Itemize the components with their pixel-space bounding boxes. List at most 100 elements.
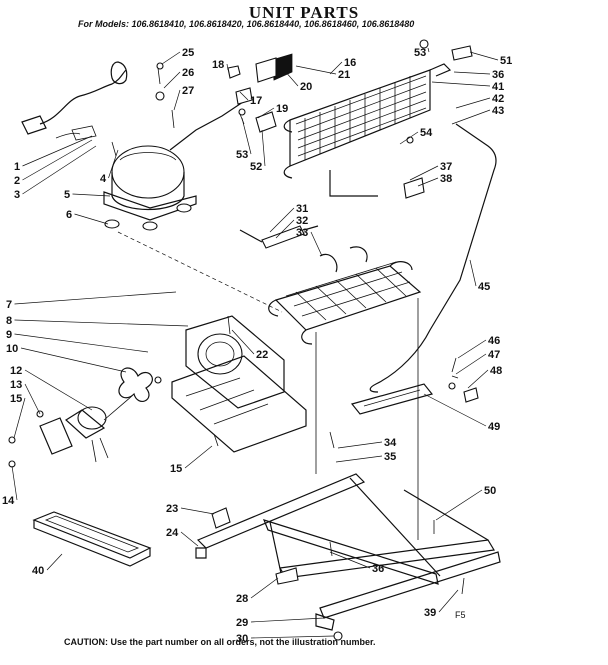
callout-32: 32 xyxy=(296,215,308,227)
leader-41 xyxy=(431,81,491,87)
leader-45 xyxy=(469,259,477,287)
callout-25: 25 xyxy=(182,47,194,59)
diagram-title: UNIT PARTS xyxy=(248,3,360,22)
callout-47: 47 xyxy=(488,349,500,361)
models-list: For Models: 106.8618410, 106.8618420, 10… xyxy=(78,19,415,29)
leader-25 xyxy=(161,51,181,65)
callout-41: 41 xyxy=(492,81,504,93)
callout-21: 21 xyxy=(338,69,350,81)
callout-42: 42 xyxy=(492,93,504,105)
leader-52 xyxy=(261,129,266,167)
leader-7 xyxy=(14,291,177,305)
callout-40: 40 xyxy=(32,565,44,577)
callout-31: 31 xyxy=(296,203,308,215)
callout-51: 51 xyxy=(500,55,512,67)
leader-15 xyxy=(13,397,26,439)
callout-5: 5 xyxy=(64,189,70,201)
leader-5 xyxy=(72,193,111,197)
caution-note: CAUTION: Use the part number on all orde… xyxy=(64,637,376,647)
callout-33: 33 xyxy=(296,227,308,239)
leader-49 xyxy=(423,393,487,427)
callout-48: 48 xyxy=(490,365,502,377)
compressor xyxy=(103,99,247,231)
leader-36 xyxy=(329,551,371,569)
leader-36 xyxy=(453,71,491,75)
callout-17: 17 xyxy=(250,95,262,107)
leader-51 xyxy=(469,51,499,61)
callout-6: 6 xyxy=(66,209,72,221)
leader-10 xyxy=(20,347,127,373)
callout-53: 53 xyxy=(236,149,248,161)
callout-15: 15 xyxy=(10,393,22,405)
callout-36: 36 xyxy=(492,69,504,81)
leader-4 xyxy=(108,149,119,179)
leader-12 xyxy=(24,369,93,411)
leader-28 xyxy=(250,577,279,599)
leader-22 xyxy=(231,329,255,355)
leader-30 xyxy=(250,635,335,639)
callout-50: 50 xyxy=(484,485,496,497)
callout-43: 43 xyxy=(492,105,504,117)
leader-6 xyxy=(74,213,109,225)
callout-38: 38 xyxy=(440,173,452,185)
leader-39 xyxy=(438,589,459,613)
leader-18 xyxy=(226,63,229,71)
leader-23 xyxy=(180,507,215,515)
leader-long xyxy=(315,298,419,540)
callout-39: 39 xyxy=(424,607,436,619)
callout-46: 46 xyxy=(488,335,500,347)
power-cord xyxy=(21,61,128,141)
fan-shroud xyxy=(171,315,307,453)
callout-9: 9 xyxy=(6,329,12,341)
leader-37 xyxy=(409,165,439,181)
leader-16 xyxy=(329,61,343,75)
leader-3 xyxy=(22,145,97,195)
callout-34: 34 xyxy=(384,437,397,449)
leader-2 xyxy=(22,139,93,181)
leader-21 xyxy=(295,65,337,75)
callout-28: 28 xyxy=(236,593,248,605)
base-frame xyxy=(195,473,501,631)
leader-34 xyxy=(337,441,383,449)
leader-40 xyxy=(46,553,63,571)
leader-53 xyxy=(241,117,252,155)
capillary-tube xyxy=(369,123,497,393)
leader-14 xyxy=(11,465,18,501)
leader-31 xyxy=(269,207,295,233)
centerline xyxy=(117,231,283,313)
small-parts xyxy=(8,39,479,641)
callout-37: 37 xyxy=(440,161,452,173)
condenser-coil xyxy=(283,63,452,197)
callout-52: 52 xyxy=(250,161,262,173)
leader-15 xyxy=(184,445,213,469)
callout-13: 13 xyxy=(10,379,22,391)
drain-pan xyxy=(32,511,152,567)
leader-24 xyxy=(180,531,199,547)
leader-47 xyxy=(455,353,487,375)
callout-15: 15 xyxy=(170,463,182,475)
leader-53 xyxy=(427,47,430,53)
callout-4: 4 xyxy=(100,173,107,185)
callout-2: 2 xyxy=(14,175,20,187)
callout-22: 22 xyxy=(256,349,268,361)
callout-8: 8 xyxy=(6,315,12,327)
callout-10: 10 xyxy=(6,343,18,355)
leader-48 xyxy=(467,369,489,389)
figure-code: F5 xyxy=(455,610,466,620)
leader-50 xyxy=(435,489,483,521)
leader-17 xyxy=(239,91,249,101)
defrost-bracket xyxy=(350,383,434,415)
callout-14: 14 xyxy=(2,495,15,507)
callout-23: 23 xyxy=(166,503,178,515)
leader-35 xyxy=(335,455,383,463)
leader-lines xyxy=(11,47,499,639)
callout-35: 35 xyxy=(384,451,396,463)
leader-54 xyxy=(399,131,419,145)
leader-29 xyxy=(250,617,325,623)
leader-26 xyxy=(163,71,181,89)
leader-38 xyxy=(417,177,439,187)
callout-20: 20 xyxy=(300,81,312,93)
leader-27 xyxy=(173,89,181,111)
